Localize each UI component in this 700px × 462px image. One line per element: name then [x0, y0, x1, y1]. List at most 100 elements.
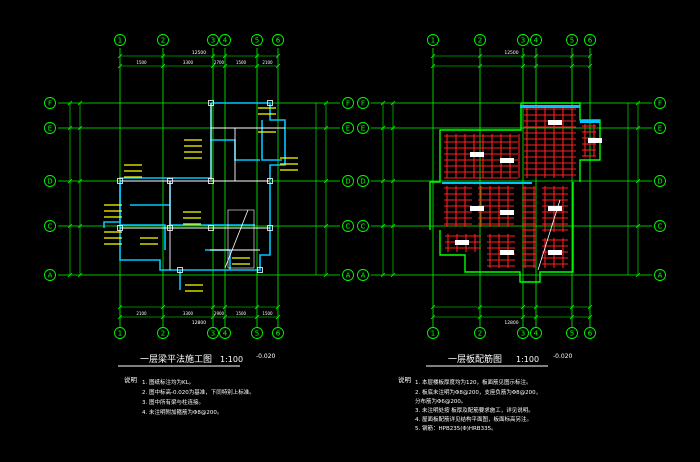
axis-bubble — [342, 122, 354, 134]
dimension-tick — [323, 125, 329, 131]
axis-bubble — [219, 34, 231, 46]
stair-line — [537, 199, 561, 271]
dimension-tick — [254, 304, 260, 310]
dimension-tick — [77, 272, 83, 278]
axis-bubble — [357, 220, 369, 232]
wall-line — [120, 224, 166, 250]
right-note-5: 4. 屋面板配筋详见结构平面图，板面标高另注。 — [415, 415, 532, 423]
dimension-tick — [635, 272, 641, 278]
dimension-tick — [275, 63, 281, 69]
axis-bubble — [517, 327, 529, 339]
dimension-tick — [380, 125, 386, 131]
axis-label: 4 — [534, 37, 539, 45]
axis-label: 5 — [570, 330, 574, 338]
axis-bubble — [114, 34, 126, 46]
dimension-tick — [67, 125, 73, 131]
dimension-tick — [77, 125, 83, 131]
axis-label: 2 — [161, 330, 165, 338]
axis-label: D — [47, 178, 52, 186]
dimension-tick — [569, 304, 575, 310]
axis-bubble — [584, 34, 596, 46]
dimension-text: 3300 — [183, 60, 194, 65]
dimension-tick — [254, 53, 260, 59]
dimension-tick — [222, 304, 228, 310]
dimension-tick — [520, 314, 526, 320]
dimension-tick — [222, 63, 228, 69]
right-plan-scale: 1:100 — [516, 355, 539, 364]
dimension-text: 2100 — [136, 311, 147, 316]
axis-label: F — [658, 100, 662, 108]
dimension-tick — [430, 304, 436, 310]
column-marker — [208, 100, 214, 106]
axis-bubble — [474, 34, 486, 46]
dimension-tick — [430, 314, 436, 320]
left-note-3: 3. 图中所有梁与柱连接。 — [142, 398, 204, 406]
axis-bubble — [654, 220, 666, 232]
wall-line — [439, 182, 574, 283]
wall-line — [261, 120, 282, 161]
axis-bubble — [427, 327, 439, 339]
axis-label: A — [346, 272, 351, 280]
dimension-text: 12500 — [192, 50, 206, 56]
dimension-tick — [77, 223, 83, 229]
column-marker — [177, 267, 183, 273]
dimension-tick — [160, 304, 166, 310]
dimension-text: 2100 — [262, 60, 273, 65]
axis-label: 2 — [161, 37, 165, 45]
axis-bubble — [272, 34, 284, 46]
axis-bubble — [342, 175, 354, 187]
dimension-tick — [569, 63, 575, 69]
dimension-text: 2900 — [214, 311, 225, 316]
dimension-tick — [275, 304, 281, 310]
axis-label: F — [346, 100, 350, 108]
dimension-tick — [67, 223, 73, 229]
axis-label: E — [346, 125, 350, 133]
axis-label: 6 — [276, 330, 281, 338]
axis-label: 3 — [211, 37, 215, 45]
column-marker — [267, 100, 273, 106]
axis-bubble — [272, 327, 284, 339]
dimension-tick — [222, 53, 228, 59]
dimension-tick — [380, 223, 386, 229]
dimension-tick — [323, 272, 329, 278]
axis-label: 1 — [431, 330, 435, 338]
dimension-tick — [160, 63, 166, 69]
slab-label — [548, 250, 562, 255]
dimension-tick — [117, 304, 123, 310]
right-note-1: 1. 本层楼板厚度均为120，板面筋见图示标注。 — [415, 378, 532, 386]
column-marker — [167, 225, 173, 231]
axis-bubble — [207, 34, 219, 46]
dimension-tick — [587, 314, 593, 320]
dimension-tick — [533, 53, 539, 59]
dimension-tick — [275, 314, 281, 320]
axis-label: 5 — [255, 330, 259, 338]
axis-label: F — [361, 100, 365, 108]
dimension-text: 1500 — [136, 60, 147, 65]
dimension-text: 2700 — [214, 60, 225, 65]
dimension-tick — [77, 178, 83, 184]
axis-bubble — [44, 269, 56, 281]
wall-accent — [580, 120, 600, 123]
dimension-tick — [160, 314, 166, 320]
left-note-4: 4. 未注明附加箍筋为Φ8@200。 — [142, 408, 222, 416]
dimension-tick — [67, 272, 73, 278]
axis-bubble — [357, 122, 369, 134]
slab-label — [548, 206, 562, 211]
dimension-tick — [477, 53, 483, 59]
axis-label: 2 — [478, 330, 482, 338]
dimension-tick — [275, 53, 281, 59]
dimension-tick — [587, 63, 593, 69]
dimension-tick — [254, 63, 260, 69]
dimension-text: 12800 — [504, 320, 518, 326]
axis-label: 6 — [588, 37, 593, 45]
left-plan-level: -0.020 — [256, 353, 276, 360]
axis-label: E — [361, 125, 365, 133]
dimension-text: 1500 — [262, 311, 273, 316]
wall-line — [205, 249, 231, 270]
dimension-text: 3300 — [183, 311, 194, 316]
right-note-2: 2. 板底未注明为Φ8@200，支座负筋为Φ8@200， — [415, 388, 541, 396]
dimension-tick — [533, 314, 539, 320]
dimension-tick — [254, 314, 260, 320]
